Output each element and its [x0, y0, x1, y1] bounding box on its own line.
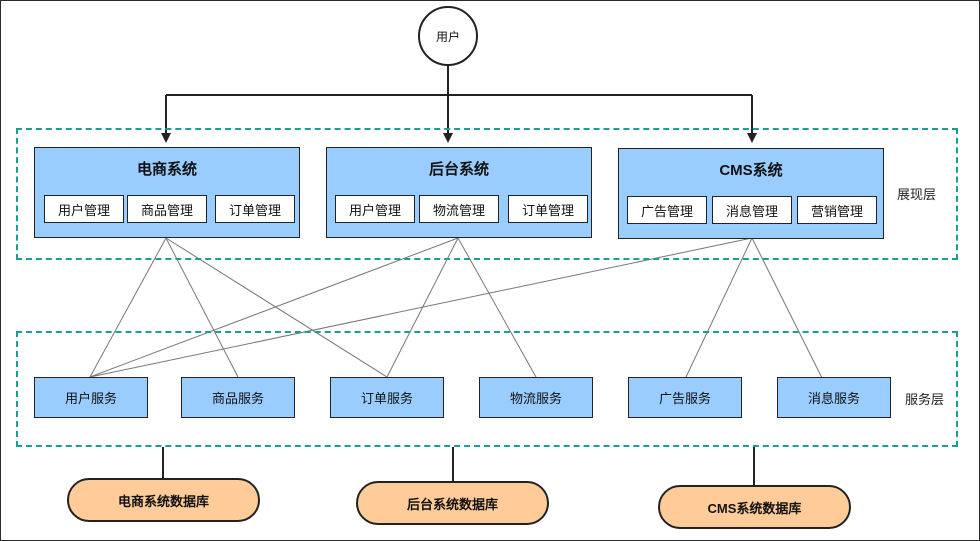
service-layer-label: 服务层 [905, 392, 945, 407]
module-logistics-mgmt: 物流管理 [419, 195, 499, 223]
connector [457, 237, 537, 378]
presentation-layer [16, 128, 958, 260]
service-order: 订单服务 [330, 377, 444, 418]
system-cms: CMS系统 广告管理 消息管理 营销管理 [618, 148, 884, 239]
module-ad-mgmt: 广告管理 [627, 196, 707, 224]
module-order-mgmt: 订单管理 [508, 195, 588, 223]
database-backend: 后台系统数据库 [356, 481, 549, 525]
database-ecommerce: 电商系统数据库 [67, 478, 260, 522]
connector [89, 237, 167, 378]
service-logistics: 物流服务 [479, 377, 593, 418]
presentation-layer-label: 展现层 [897, 187, 937, 202]
module-message-mgmt: 消息管理 [712, 196, 792, 224]
system-ecommerce: 电商系统 用户管理 商品管理 订单管理 [34, 147, 300, 238]
module-user-mgmt: 用户管理 [335, 195, 415, 223]
database-cms: CMS系统数据库 [658, 485, 851, 529]
system-service-connectors [89, 237, 829, 391]
connector [89, 237, 753, 378]
service-message: 消息服务 [777, 377, 891, 418]
system-title: CMS系统 [719, 162, 783, 179]
service-ad: 广告服务 [628, 377, 742, 418]
system-title: 后台系统 [428, 161, 489, 178]
connector [165, 237, 388, 378]
system-title: 电商系统 [136, 161, 197, 178]
connector [165, 237, 239, 378]
connector [685, 237, 753, 378]
connector [89, 237, 459, 378]
connector [751, 237, 829, 391]
module-user-mgmt: 用户管理 [44, 195, 124, 223]
system-backend: 后台系统 用户管理 物流管理 订单管理 [326, 147, 592, 238]
service-product: 商品服务 [181, 377, 295, 418]
user-node: 用户 [418, 6, 478, 66]
module-order-mgmt: 订单管理 [215, 195, 295, 223]
service-user: 用户服务 [34, 377, 148, 418]
module-marketing-mgmt: 营销管理 [797, 196, 877, 224]
module-product-mgmt: 商品管理 [127, 195, 207, 223]
service-layer [16, 331, 958, 447]
